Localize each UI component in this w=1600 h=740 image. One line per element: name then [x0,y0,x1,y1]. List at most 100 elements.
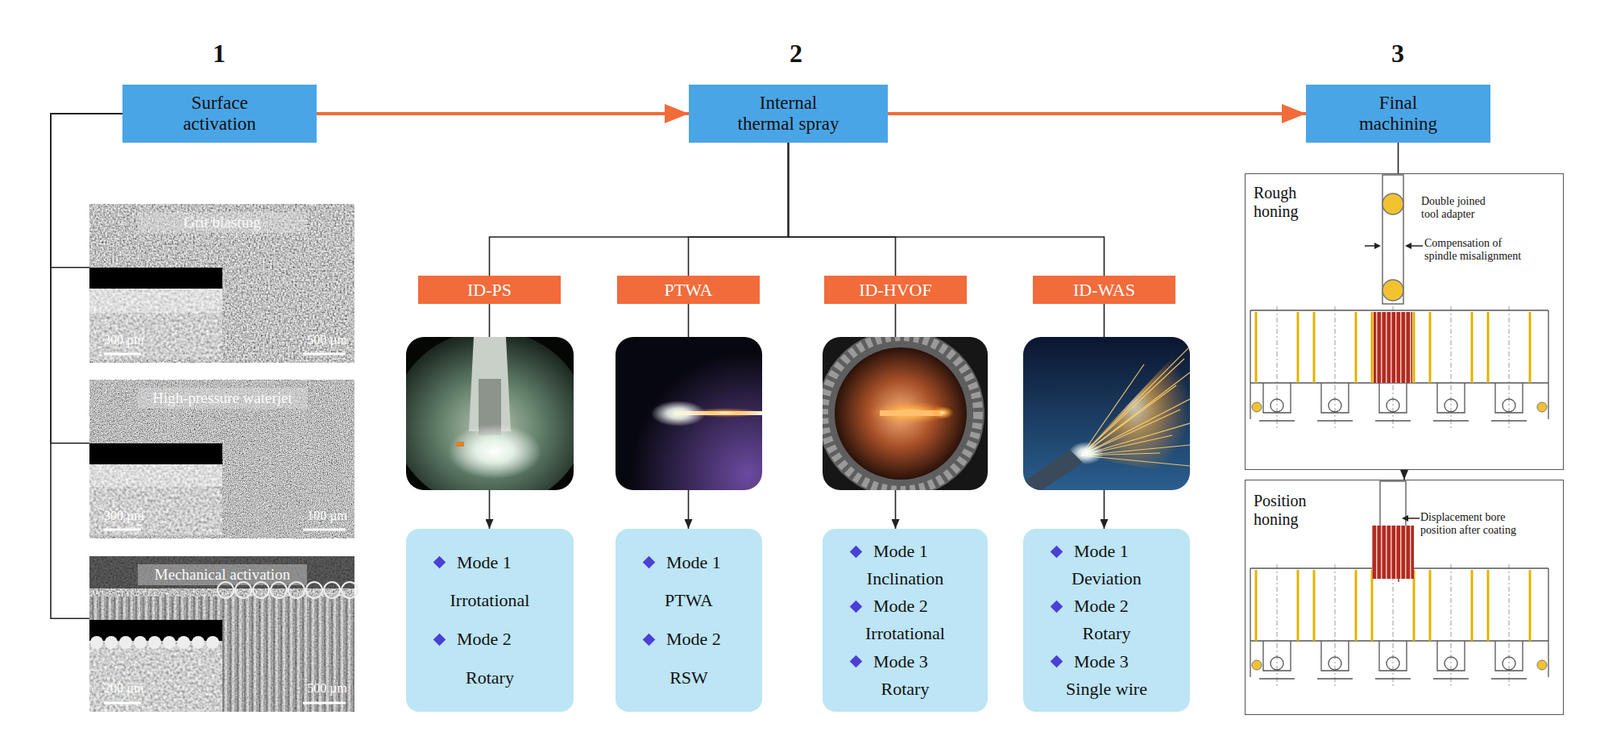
mode-value: Irrotational [822,623,988,643]
process-box: Internal thermal spray [688,84,888,143]
tag-label: ID-PS [467,279,512,301]
ptwa-photo [615,336,763,490]
mode-value: Rotary [1023,623,1190,643]
rough-honing-drawing [1374,242,1381,249]
plasma-spray-photo [478,378,502,436]
annotation: Double joined tool adapter [1421,194,1502,221]
micrograph-mechanical [89,555,355,589]
micrograph-mechanical [191,635,205,649]
micrograph-waterjet [89,464,223,487]
plasma-spray-photo [468,336,511,432]
position-honing-drawing [1250,563,1549,687]
wire-arc-spray-photo [1081,409,1181,456]
hvof-photo [931,406,954,419]
wire-arc-spray-photo [1081,346,1190,466]
connector [50,113,123,444]
bullet-diamond [849,600,863,614]
micrograph-mechanical [103,701,141,705]
mode-row: Mode 3 [822,651,988,672]
mode-value: PTWA [615,590,763,610]
bullet-diamond [642,555,656,569]
wire-arc-spray-photo [1081,372,1190,456]
rough-honing-drawing [1364,244,1377,247]
micrograph-mechanical [90,635,104,649]
mode-name: Mode 2 [1073,596,1129,616]
plasma-spray-photo [447,423,542,479]
micrograph-mechanical [89,596,355,712]
wire-arc-spray-photo [1081,444,1190,456]
micrograph-mechanical [119,635,133,649]
micrograph-mechanical [206,635,220,649]
micrograph-mechanical [104,635,118,649]
scale-label: 300 µm [103,508,169,523]
mode-row: Mode 1 [822,541,988,561]
mode-name: Mode 2 [873,596,929,616]
micrograph-mechanical [89,555,355,712]
plasma-spray-photo [406,336,574,490]
mode-name: Mode 1 [1073,541,1129,561]
mode-value: Single wire [1023,679,1190,699]
position-honing-drawing [1250,480,1549,687]
micrograph-mechanical [89,555,358,712]
rough-honing-drawing [1250,306,1549,429]
micrograph-grit [89,267,223,289]
position-honing-drawing [1401,514,1409,522]
micrograph-mechanical [162,635,176,649]
rough-honing-drawing [1405,242,1412,249]
bullet-diamond [849,544,863,558]
micrograph-panel: Mechanical activation200 µm500 µm [89,555,355,712]
step-number: 2 [771,38,821,69]
rough-honing-drawing [1409,244,1423,247]
panel-title: Rough honing [1253,183,1328,221]
micrograph-grit [89,203,355,363]
wire-arc-spray-photo [1081,346,1190,456]
scale-label: 300 µm [103,332,169,348]
mode-value: Inclination [822,568,988,589]
wire-arc-spray-photo [1081,455,1190,466]
wire-arc-spray-photo [1023,449,1083,490]
micrograph-waterjet [89,464,223,535]
wire-arc-spray-photo [1068,441,1104,465]
wire-arc-spray-photo [1081,435,1173,456]
ptwa-photo [615,336,763,490]
annotation: Displacement bore position after coating [1420,510,1530,537]
rough-honing-drawing [1373,311,1413,383]
connector [788,142,896,276]
connector [316,111,689,116]
micrograph-mechanical [306,581,323,598]
bullet-diamond [1050,654,1064,668]
mode-row: Mode 1 [406,552,574,573]
panel-label: High-pressure waterjet [137,387,307,409]
position-honing-drawing [1372,525,1414,579]
mode-value: RSW [615,667,763,688]
micrograph-mechanical [89,640,223,712]
connector [1403,469,1406,480]
mode-value: Deviation [1023,568,1190,589]
hvof-photo [834,347,967,480]
panel-label: Grit blasting [137,211,307,233]
mode-box: Mode 1 PTWA Mode 2 RSW [615,528,763,712]
rough-honing-drawing [1382,174,1404,304]
wire-arc-spray-photo [1079,338,1190,476]
connector [688,142,789,276]
micrograph-mechanical [90,635,220,649]
mode-row: Mode 2 [1023,596,1190,616]
method-tag: ID-PS [418,275,561,304]
mode-row: Mode 2 [615,629,763,649]
mode-name: Mode 1 [873,541,929,561]
wire-arc-spray-photo [1081,385,1177,456]
bullet-diamond [849,654,863,668]
plasma-spray-photo [406,336,574,490]
mode-name: Mode 1 [666,552,722,573]
mode-row: Mode 3 [1023,651,1190,672]
ptwa-photo [673,410,763,415]
honing-panel: Rough honingDouble joined tool adapterCo… [1244,173,1564,470]
mode-value: Irrotational [406,590,574,610]
mode-value: Rotary [822,679,988,699]
hvof-photo [822,336,988,490]
connector [489,142,789,276]
micrograph-grit [302,352,346,356]
mode-box: Mode 1 DeviationMode 2 RotaryMode 3 Single … [1023,528,1190,712]
step-number: 1 [194,38,244,69]
